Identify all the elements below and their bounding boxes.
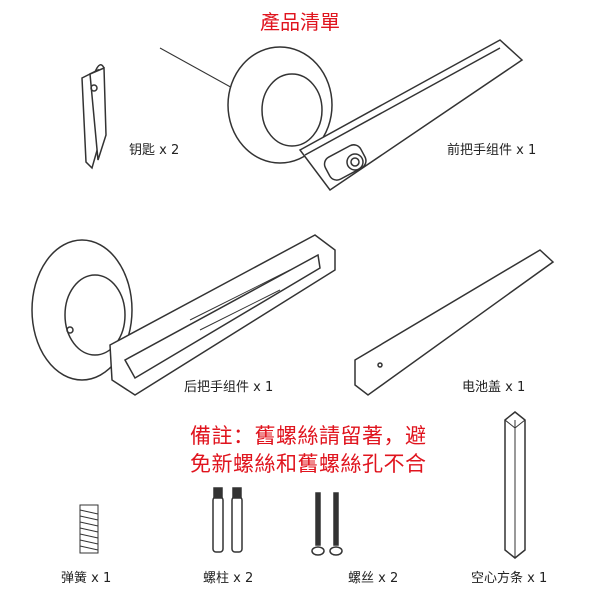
hollow-bar-label: 空心方条 x 1 bbox=[471, 571, 548, 586]
spring-illustration bbox=[79, 504, 99, 554]
screw-label: 螺丝 x 2 bbox=[348, 571, 399, 586]
battery-cover-illustration bbox=[354, 249, 555, 396]
screw-illustration bbox=[311, 492, 343, 556]
stud-label: 螺柱 x 2 bbox=[203, 571, 254, 586]
key-label: 钥匙 x 2 bbox=[129, 143, 180, 158]
note-line-2: 免新螺絲和舊螺絲孔不合 bbox=[190, 452, 427, 476]
page-title: 產品清單 bbox=[260, 10, 340, 34]
spring-label: 弹簧 x 1 bbox=[61, 571, 112, 586]
front-handle-label: 前把手组件 x 1 bbox=[447, 143, 537, 158]
front-handle-illustration bbox=[227, 39, 524, 192]
hollow-bar-illustration bbox=[504, 411, 526, 559]
battery-cover-label: 电池盖 x 1 bbox=[462, 380, 526, 395]
key-illustration bbox=[81, 64, 107, 170]
stud-illustration bbox=[212, 487, 243, 553]
rear-handle-label: 后把手组件 x 1 bbox=[184, 380, 274, 395]
note-line-1: 備註：舊螺絲請留著，避 bbox=[190, 424, 427, 448]
rear-handle-illustration bbox=[31, 234, 336, 396]
